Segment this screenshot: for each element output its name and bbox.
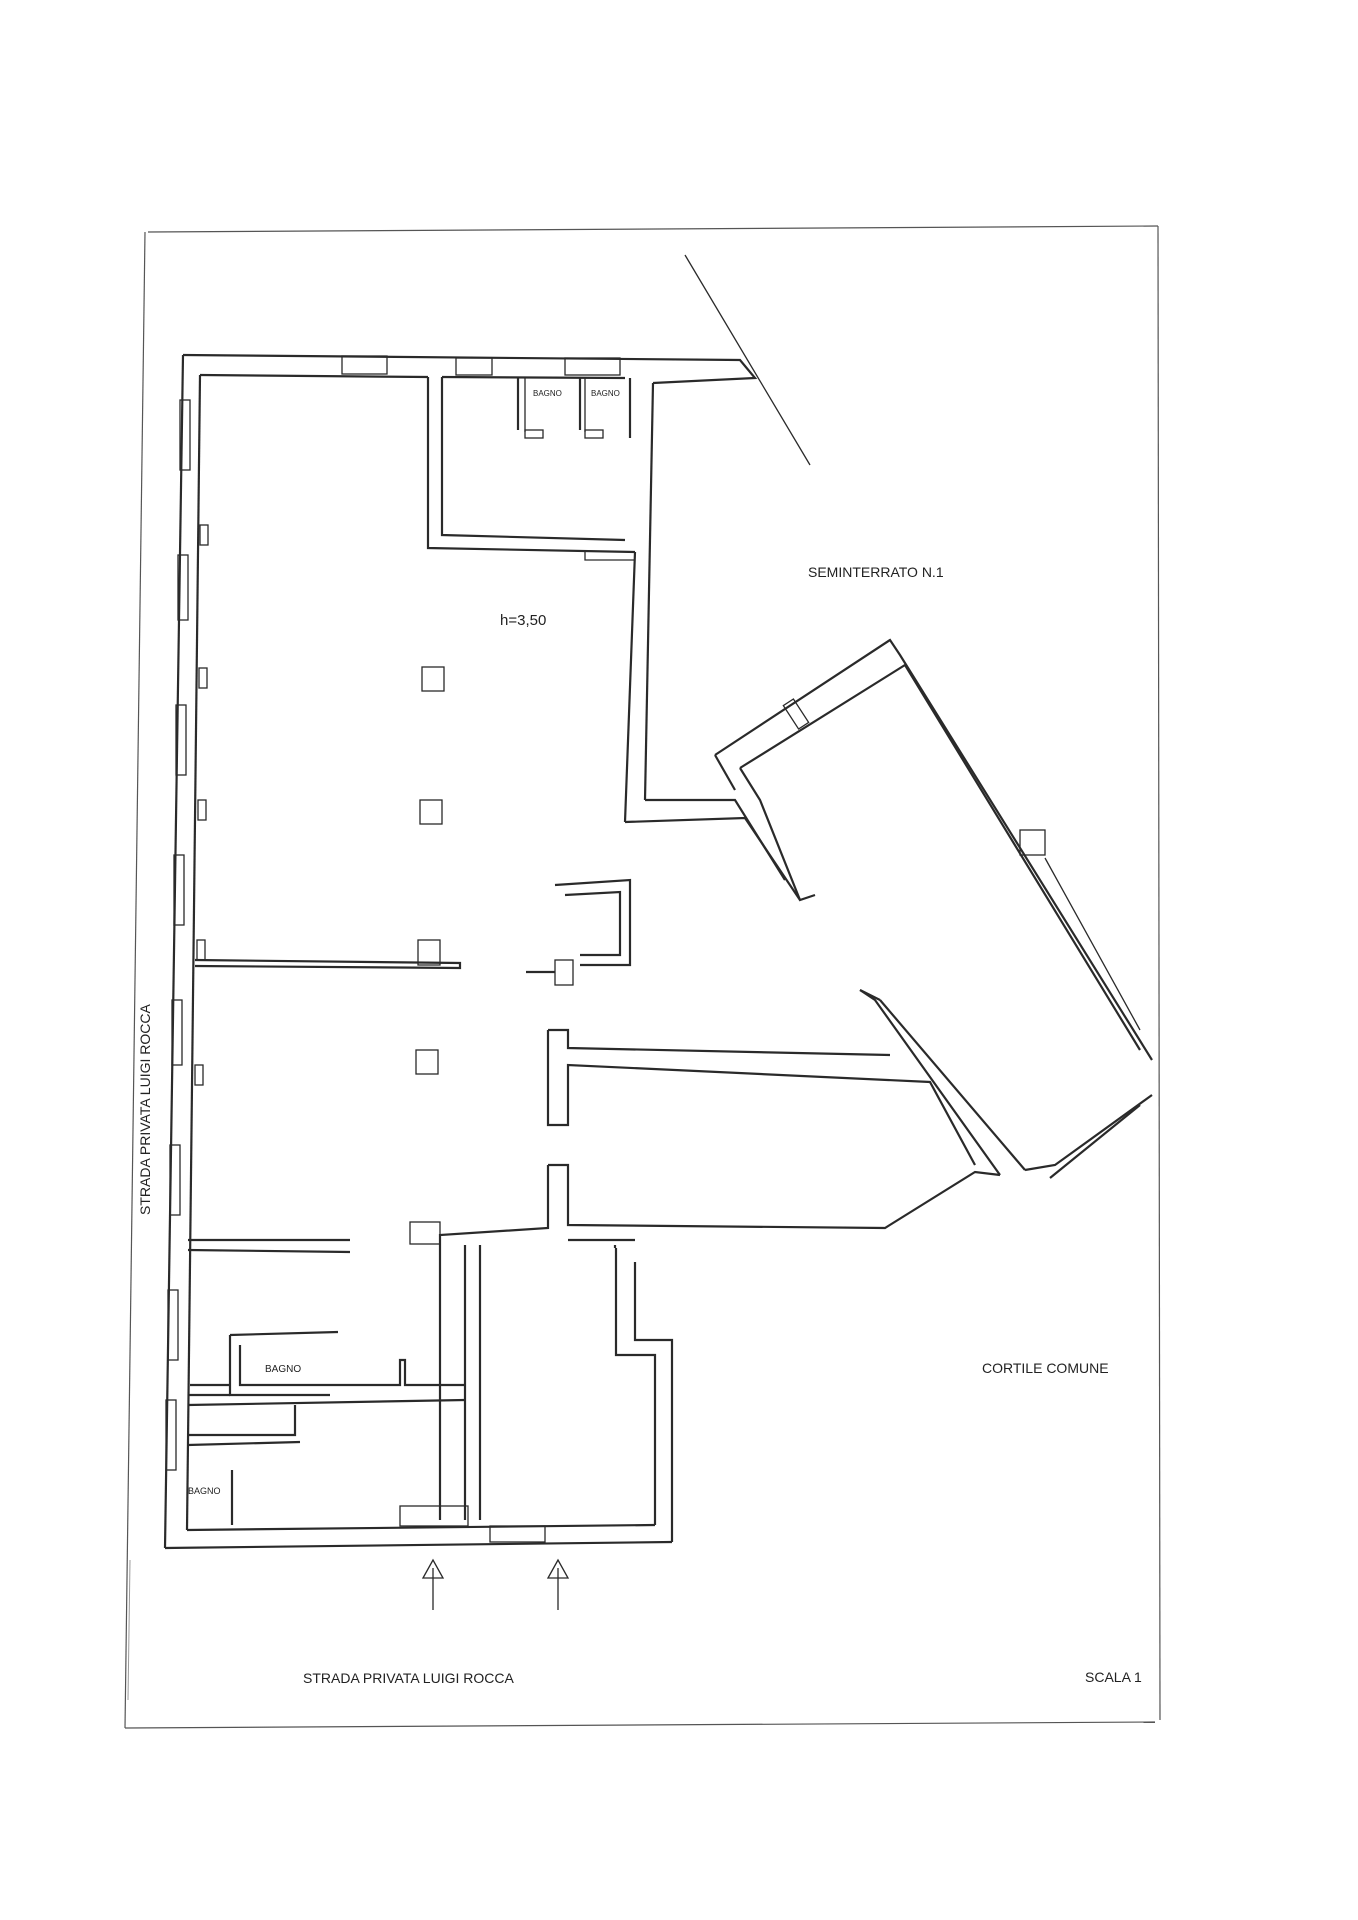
cortile-label: CORTILE COMUNE — [982, 1360, 1109, 1376]
sheet-border — [124, 225, 1161, 1729]
bathroom-block-top — [426, 377, 636, 561]
bathroom-label-top-right: BAGNO — [591, 389, 620, 398]
scale-label: SCALA 1 — [1085, 1669, 1142, 1685]
entrance-arrows — [421, 1558, 570, 1610]
main-hall-right-wall — [623, 382, 801, 901]
ceiling-height-label: h=3,50 — [500, 612, 546, 629]
bathroom-label-bottom: BAGNO — [188, 1486, 221, 1496]
seminterrato-label: SEMINTERRATO N.1 — [808, 564, 944, 580]
bathroom-label-middle: BAGNO — [265, 1364, 301, 1375]
central-partitions — [187, 666, 1001, 1525]
entrance-arrow-left — [421, 1558, 445, 1610]
site-boundary-line — [684, 254, 811, 466]
angled-wing — [714, 638, 1153, 1179]
street-label-bottom: STRADA PRIVATA LUIGI ROCCA — [303, 1670, 514, 1686]
entrance-arrow-right — [546, 1558, 570, 1610]
outer-walls — [163, 353, 758, 1550]
bathroom-label-top-left: BAGNO — [533, 389, 562, 398]
street-label-side: STRADA PRIVATA LUIGI ROCCA — [137, 1004, 153, 1215]
